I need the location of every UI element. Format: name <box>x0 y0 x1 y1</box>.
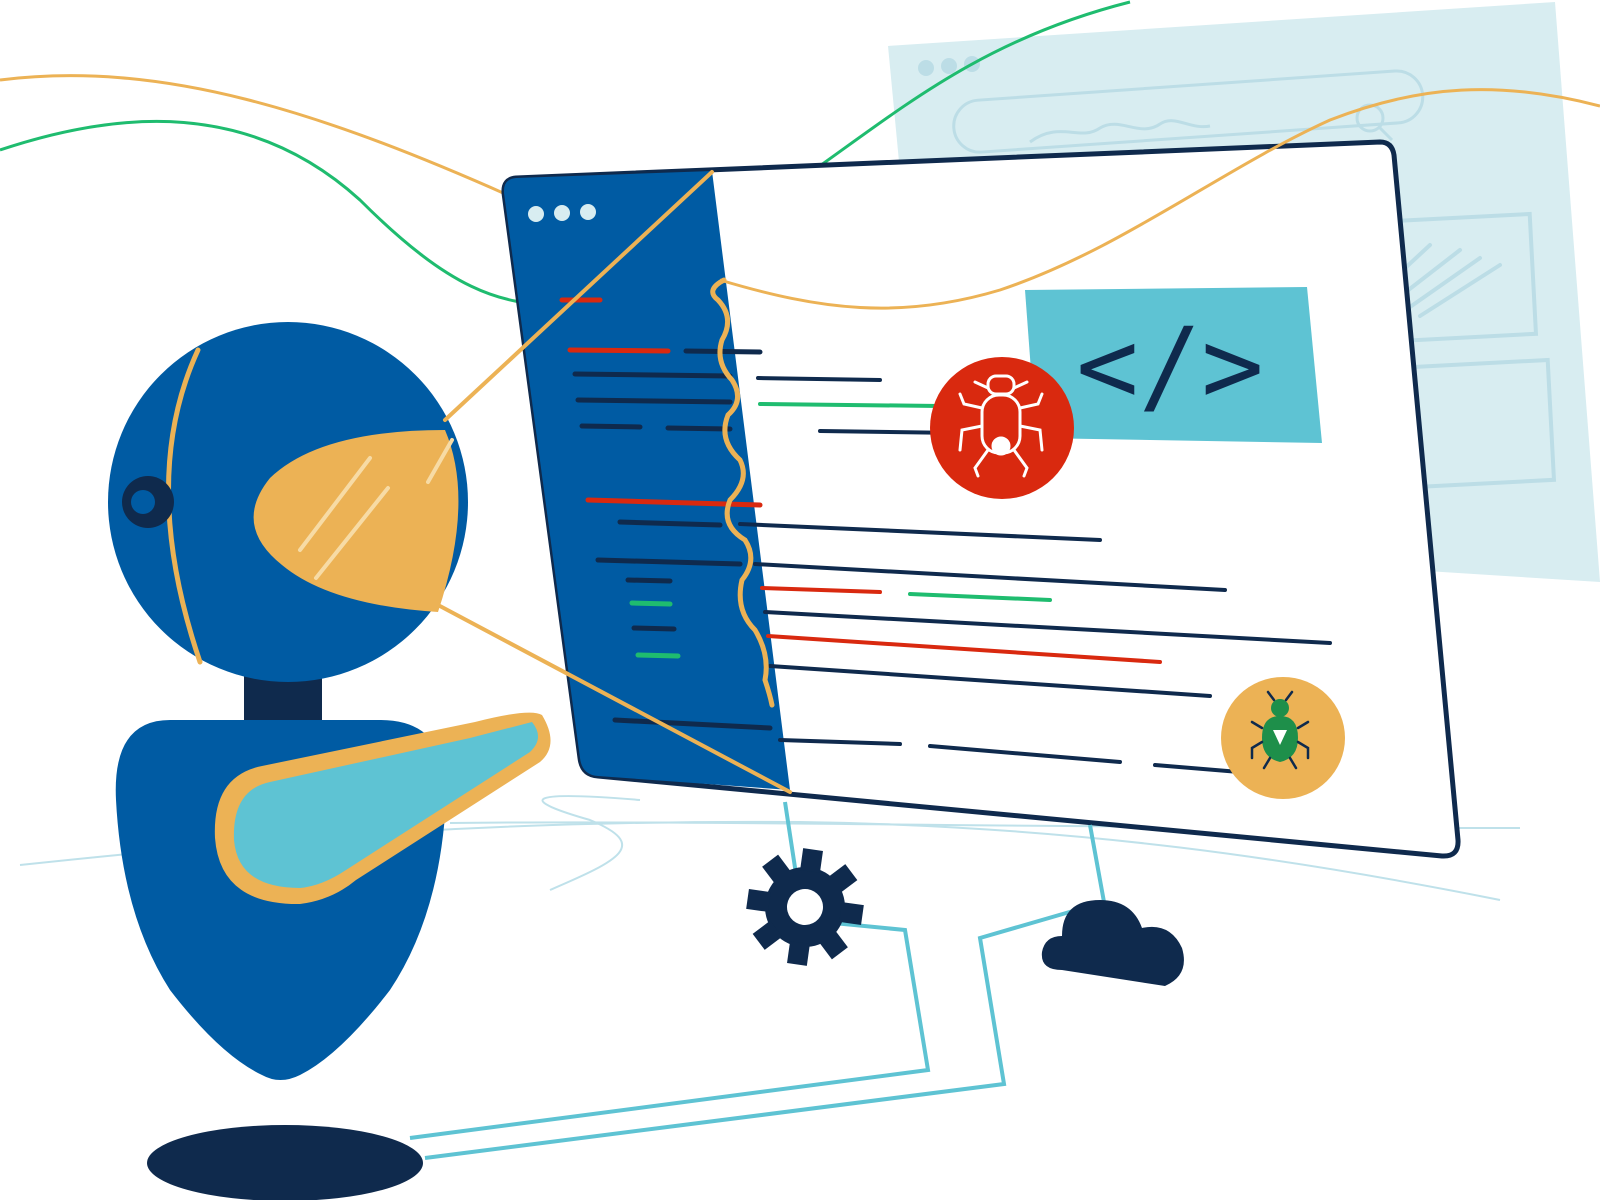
bug-icon <box>958 374 1044 478</box>
circuit-lines <box>409 801 1107 1160</box>
scan-beams <box>436 170 792 794</box>
window-dot-1 <box>528 206 544 222</box>
code-lines-left <box>559 297 773 731</box>
visor-shine <box>298 438 454 580</box>
window-dot-1 <box>918 60 934 76</box>
robot-shadow <box>147 1125 423 1200</box>
code-panel <box>503 171 790 790</box>
code-icon: </> <box>1076 305 1264 427</box>
window-dot-2 <box>554 205 570 221</box>
robot-arm <box>214 712 551 905</box>
cloud-icon <box>1041 900 1184 986</box>
robot-icon <box>108 322 551 1200</box>
orange-wave-line-left <box>0 74 531 207</box>
gear-icon <box>746 848 864 966</box>
bug-icon <box>1250 690 1310 770</box>
search-scribble <box>1029 119 1211 144</box>
window-dot-2 <box>941 58 957 74</box>
window-dot-3 <box>580 204 596 220</box>
orange-wave-line <box>719 88 1600 310</box>
bug-badge-orange <box>1221 677 1345 799</box>
code-block: </> <box>1025 287 1322 443</box>
bug-badge-red <box>930 357 1074 499</box>
main-browser-window: </> <box>501 139 1461 859</box>
robot-visor <box>253 430 459 612</box>
code-lines-right <box>738 376 1332 777</box>
